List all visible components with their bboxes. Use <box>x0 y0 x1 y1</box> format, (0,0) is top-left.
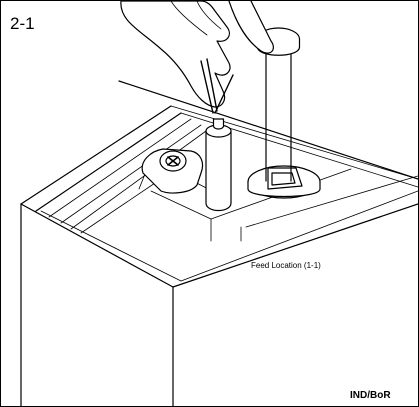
saddle-clamp <box>141 148 204 194</box>
feed-location-callout: Feed Location (1-1) <box>251 261 321 270</box>
feed-tube <box>247 27 321 199</box>
step-number-label: 2-1 <box>10 14 35 33</box>
standoff-post <box>205 118 232 212</box>
enclosure-box <box>20 80 418 406</box>
figure-code-label: IND/BoR <box>350 390 391 401</box>
hand-with-screwdriver <box>120 1 274 114</box>
